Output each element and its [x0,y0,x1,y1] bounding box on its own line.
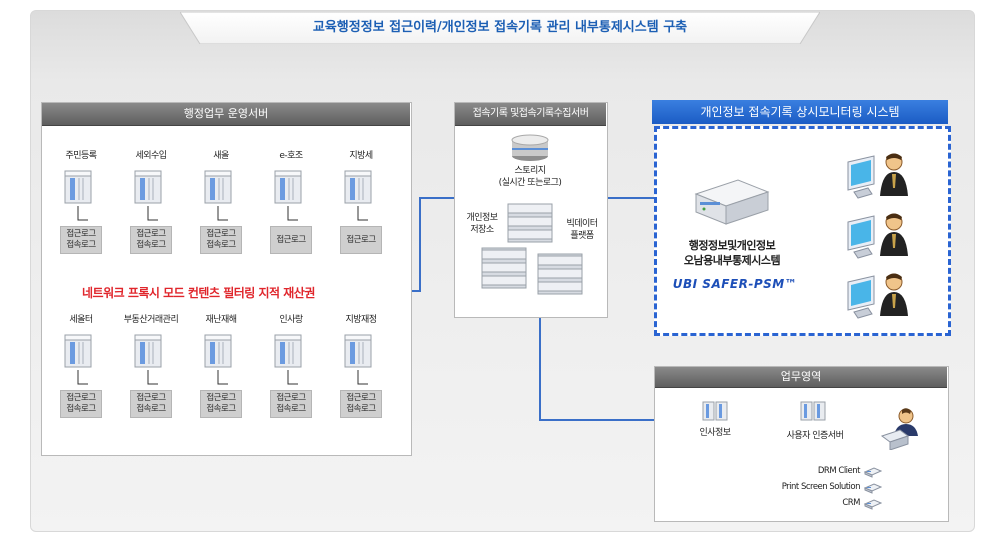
connector-icon [217,206,228,221]
bigdata-sublabel: 플랫폼 [570,231,594,241]
connector-icon [287,370,298,385]
client-device-icon [864,499,882,510]
system-label: 새올 [213,151,229,161]
server-rack-cluster-icon [481,203,583,295]
log-type-label: 접근로그 [206,229,236,239]
server-icon [274,170,302,204]
client-label: CRM [842,498,860,508]
client-label: Print Screen Solution [781,482,861,492]
user-monitor-icon [847,213,908,259]
hr-server-icon [702,401,728,421]
log-type-label: 접근로그 [346,393,376,403]
log-type-label: 접근로그 [136,393,166,403]
hr-label: 인사정보 [699,428,731,438]
monitor-panel-header: 개인정보 접속기록 상시모니터링 시스템 [652,100,948,124]
client-label: DRM Client [817,466,861,476]
log-type-label: 접근로그 [206,393,236,403]
log-type-label: 접속로그 [276,404,306,414]
storage-sublabel: (실시간 또는로그) [498,178,562,188]
workstation-user-icon [880,408,918,450]
log-type-label: 접속로그 [346,404,376,414]
system-label: 세외수입 [135,151,167,161]
system-label: 지방세 [349,151,373,161]
system-label: 재난재해 [205,315,237,325]
db-label: 개인정보 [466,213,498,223]
storage-label: 스토리지 [514,166,546,176]
connector-icon [357,370,368,385]
system-label: 세올터 [69,315,93,325]
work-area-header: 업무영역 [655,367,947,388]
connector-icon [217,370,228,385]
server-icon [204,334,232,368]
collector-panel-header: 접속기록 및접속기록수집서버 [455,103,606,126]
log-type-label: 접속로그 [66,404,96,414]
title-tab [180,12,820,44]
system-label: 부동산거래관리 [123,315,179,325]
user-monitor-icon [847,273,908,319]
connector-icon [287,206,298,221]
page-title: 교육행정정보 접근이력/개인정보 접속기록 관리 내부통제시스템 구축 [312,20,688,35]
server-icon [204,170,232,204]
server-icon [134,170,162,204]
brand-logo: UBI SAFER-PSM™ [672,277,798,291]
storage-icon [511,134,549,161]
log-box: 접근로그 [270,226,312,254]
log-type-label: 접근로그 [136,229,166,239]
server-icon [274,334,302,368]
auth-server-icon [800,401,826,421]
server-icon [344,170,372,204]
system-label: 지방재정 [345,315,377,325]
connector-icon [147,370,158,385]
log-type-label: 접속로그 [66,240,96,250]
client-device-icon [864,467,882,478]
system-label: 인사랑 [279,315,303,325]
log-type-label: 접속로그 [136,404,166,414]
user-monitor-icon [847,153,908,199]
client-device-icon [864,483,882,494]
log-box: 접근로그 [340,226,382,254]
bigdata-label: 빅데이터 [566,219,598,229]
admin-panel-header: 행정업무 운영서버 [42,103,410,126]
log-type-label: 접근로그 [276,393,306,403]
db-sublabel: 저장소 [470,225,494,235]
network-proxy-banner: 네트워크 프록시 모드 컨텐츠 필터링 지적 재산권 [82,286,315,300]
server-icon [64,170,92,204]
server-icon [134,334,162,368]
log-type-label: 접속로그 [206,404,236,414]
log-type-label: 접근로그 [346,234,376,245]
system-label: e-호조 [279,151,303,161]
log-type-label: 접속로그 [206,240,236,250]
log-type-label: 접근로그 [276,234,306,245]
monitor-system-label: 행정정보및개인정보 [688,239,776,252]
log-type-label: 접근로그 [66,393,96,403]
connector-icon [147,206,158,221]
server-icon [344,334,372,368]
monitor-system-sublabel: 오남용내부통제시스템 [683,254,781,267]
connector-icon [77,206,88,221]
auth-label: 사용자 인증서버 [786,431,844,441]
server-icon [64,334,92,368]
log-type-label: 접속로그 [136,240,166,250]
connector-icon [357,206,368,221]
system-label: 주민등록 [65,151,97,161]
log-type-label: 접근로그 [66,229,96,239]
connector-icon [77,370,88,385]
appliance-server-icon [694,179,770,225]
